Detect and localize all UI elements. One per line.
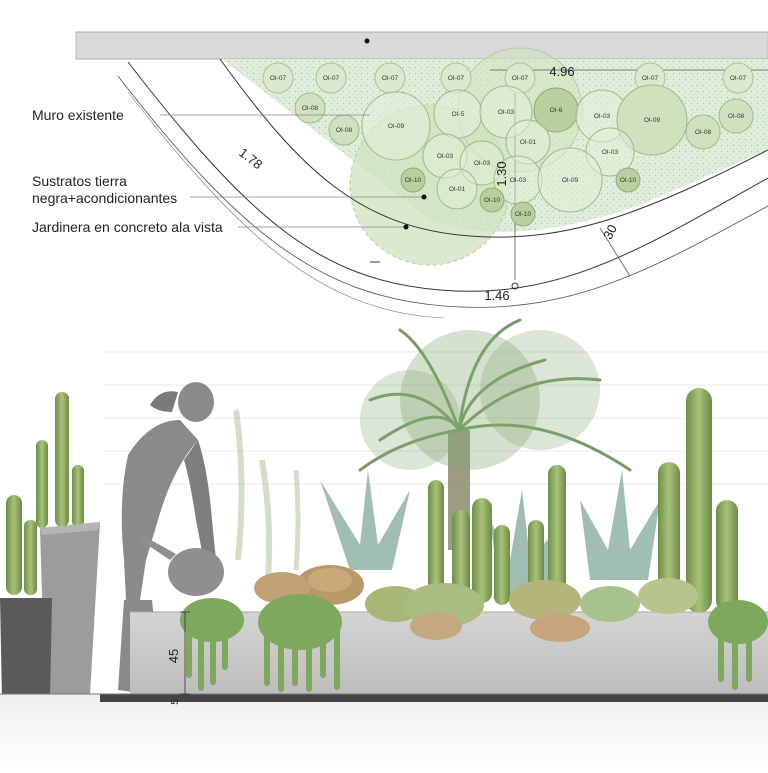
dimension-depth: 1.30: [494, 161, 509, 186]
palm-tree: [358, 318, 632, 550]
plant-code: OI-09: [562, 177, 579, 184]
plant-circle: [479, 187, 505, 213]
plant-code: OI-07: [448, 75, 465, 82]
plant-circle: [262, 62, 294, 94]
plant-code: OI-08: [728, 113, 745, 120]
plant-code: OI-10: [405, 177, 422, 184]
plant-circle: [361, 91, 431, 161]
plant-symbols: OI-07 OI-07 OI-07 OI-07 OI-07 OI-07 OI-0…: [262, 62, 754, 227]
cactus-left-pot: [36, 392, 100, 695]
plant-code: OI-07: [642, 75, 659, 82]
plant-code: OI-03: [498, 109, 515, 116]
wall-marker-dot: [364, 38, 370, 44]
plant-circle: [722, 62, 754, 94]
cactus-small-pot: [0, 495, 52, 704]
plant-code: OI-10: [515, 211, 532, 218]
base-slab: [100, 694, 768, 702]
callout-existing-wall: Muro existente: [32, 107, 124, 123]
plant-code: OI-01: [449, 186, 466, 193]
plant-code: OI-07: [382, 75, 399, 82]
plant-circle: [315, 62, 347, 94]
ground-base: [0, 694, 768, 768]
dimension-planter-height: 45: [166, 649, 181, 663]
plant-code: OI-10: [484, 197, 501, 204]
plant-code: OI-07: [512, 75, 529, 82]
plant-circle: [537, 147, 603, 213]
plant-circle: [616, 84, 688, 156]
plant-circle: [615, 167, 641, 193]
plant-code: OI-08: [302, 105, 319, 112]
plant-code: OI-09: [388, 123, 405, 130]
dimension-bottom: 1.46: [484, 288, 509, 303]
dimension-base: 5: [170, 699, 181, 705]
plant-code: OI-03: [437, 153, 454, 160]
plant-code: OI-6: [550, 107, 563, 114]
planter-inner-edge: [219, 58, 768, 238]
plant-code: OI-10: [620, 177, 637, 184]
plant-circle: [685, 114, 721, 150]
callout-substrate-line2: negra+acondicionantes: [32, 190, 178, 206]
plant-circle: [400, 167, 426, 193]
cactus-cluster-center: [428, 465, 566, 605]
hanging-plants: [180, 594, 768, 692]
dimension-wall-thickness: 30: [600, 222, 620, 242]
plant-code: OI-03: [474, 160, 491, 167]
plant-code: OI-01: [520, 139, 537, 146]
plant-code: OI-03: [594, 113, 611, 120]
plant-code: OI-07: [323, 75, 340, 82]
dimension-width: 4.96: [549, 64, 574, 79]
plant-code: OI-07: [270, 75, 287, 82]
vine-background: [233, 409, 301, 581]
callout-planter: Jardinera en concreto ala vista: [32, 219, 223, 235]
plant-code: OI-08: [336, 127, 353, 134]
dimension-diagonal: 1.78: [236, 145, 265, 172]
plant-circle: [436, 168, 478, 210]
plant-circle: [718, 98, 754, 134]
plant-code: OI-03: [602, 149, 619, 156]
plant-circle: [510, 201, 536, 227]
plant-code: OI-08: [695, 129, 712, 136]
plant-code: OI-03: [510, 177, 527, 184]
existing-wall: [75, 31, 768, 60]
plant-circle: [294, 92, 326, 124]
plant-code: OI-5: [452, 111, 465, 118]
plan-view: OI-07 OI-07 OI-07 OI-07 OI-07 OI-07 OI-0…: [75, 31, 768, 319]
cactus-cluster-right: [658, 388, 738, 613]
plant-code: OI-09: [644, 117, 661, 124]
planter-outer-edge: [127, 61, 768, 292]
plant-code: OI-07: [730, 75, 747, 82]
callout-substrate-line1: Sustratos tierra: [32, 173, 127, 189]
elevation-view: 45 5: [0, 318, 768, 768]
